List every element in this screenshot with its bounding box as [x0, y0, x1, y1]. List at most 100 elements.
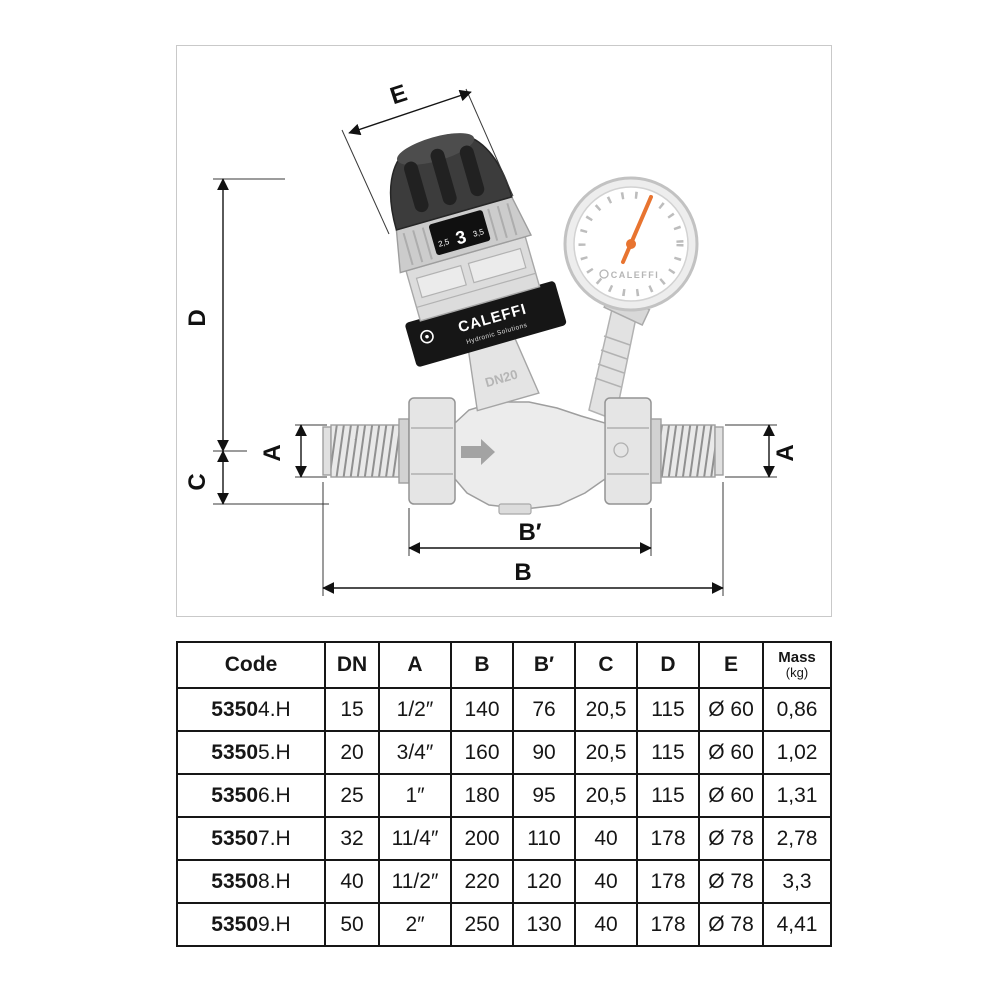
adjustment-cartridge: DN20 CALEFFI Hydronic Solutions 2,5	[389, 133, 567, 412]
right-male-thread	[660, 424, 716, 478]
gauge-brand-label: CALEFFI	[611, 270, 660, 280]
cell-mass: 3,3	[762, 859, 832, 904]
dim-label-a-left: A	[259, 444, 286, 461]
dim-label-b-prime: B′	[518, 519, 541, 546]
dim-label-a-right: A	[772, 444, 799, 461]
brand-band	[405, 281, 567, 367]
cell-b-prime: 95	[512, 773, 576, 818]
cell-c: 40	[574, 859, 638, 904]
table-row: 53506.H 25 1″ 180 95 20,5 115 Ø 60 1,31	[176, 773, 832, 818]
knob-groove	[404, 161, 429, 213]
cell-dn: 40	[324, 859, 380, 904]
knob-groove	[430, 148, 457, 206]
cell-dn: 25	[324, 773, 380, 818]
cell-dn: 50	[324, 902, 380, 947]
col-header-e: E	[698, 641, 764, 689]
cell-c: 40	[574, 816, 638, 861]
cell-b: 160	[450, 730, 514, 775]
dimension-table: Code DN A B B′ C D E Mass (kg) 53504.H 1…	[176, 641, 832, 947]
gauge-needle-hub	[626, 239, 636, 249]
code-prefix: 5350	[211, 740, 259, 764]
cell-d: 178	[636, 859, 700, 904]
cell-d: 178	[636, 816, 700, 861]
right-collar	[650, 418, 662, 484]
cell-e: Ø 60	[698, 773, 764, 818]
cell-a: 1/2″	[378, 687, 452, 732]
cell-e: Ø 78	[698, 816, 764, 861]
code-suffix: 5.H	[258, 740, 291, 764]
mass-header-line2: (kg)	[785, 665, 809, 681]
cell-c: 20,5	[574, 687, 638, 732]
left-male-thread	[330, 424, 400, 478]
cell-mass: 1,02	[762, 730, 832, 775]
cell-b: 140	[450, 687, 514, 732]
code-suffix: 6.H	[258, 783, 291, 807]
col-header-d: D	[636, 641, 700, 689]
cell-mass: 1,31	[762, 773, 832, 818]
cell-d: 115	[636, 687, 700, 732]
pressure-gauge: CALEFFI	[563, 176, 699, 422]
collar-window-left	[415, 264, 467, 299]
cell-b: 200	[450, 816, 514, 861]
col-header-c: C	[574, 641, 638, 689]
left-union-nut	[408, 397, 456, 505]
collar-window-right	[467, 247, 527, 284]
cell-e: Ø 78	[698, 902, 764, 947]
cell-d: 115	[636, 730, 700, 775]
valve-body-assembly	[322, 397, 724, 515]
code-suffix: 7.H	[258, 826, 291, 850]
cell-b-prime: 76	[512, 687, 576, 732]
cell-a: 3/4″	[378, 730, 452, 775]
setting-max-label: 3,5	[472, 227, 486, 239]
left-pipe-end-cap	[322, 426, 332, 476]
cell-c: 20,5	[574, 730, 638, 775]
cell-a: 1″	[378, 773, 452, 818]
cell-dn: 32	[324, 816, 380, 861]
table-row: 53509.H 50 2″ 250 130 40 178 Ø 78 4,41	[176, 902, 832, 947]
knob-groove	[459, 145, 485, 197]
dimension-lines: E D C A A	[184, 80, 799, 596]
setting-min-label: 2,5	[437, 237, 451, 249]
cell-code: 53507.H	[176, 816, 326, 861]
caleffi-logo-dot	[425, 334, 429, 339]
code-suffix: 4.H	[258, 697, 291, 721]
code-prefix: 5350	[211, 783, 259, 807]
cell-b-prime: 130	[512, 902, 576, 947]
dim-label-d: D	[184, 309, 211, 326]
cell-b: 180	[450, 773, 514, 818]
cell-d: 178	[636, 902, 700, 947]
cell-dn: 15	[324, 687, 380, 732]
cell-code: 53508.H	[176, 859, 326, 904]
table-row: 53507.H 32 11/4″ 200 110 40 178 Ø 78 2,7…	[176, 816, 832, 861]
code-prefix: 5350	[211, 869, 259, 893]
cell-c: 20,5	[574, 773, 638, 818]
gauge-brand-icon	[599, 269, 609, 279]
mass-header-line1: Mass	[778, 648, 816, 666]
left-collar	[398, 418, 410, 484]
cell-e: Ø 60	[698, 687, 764, 732]
code-prefix: 5350	[211, 826, 259, 850]
cell-mass: 0,86	[762, 687, 832, 732]
col-header-dn: DN	[324, 641, 380, 689]
cell-a: 2″	[378, 902, 452, 947]
col-header-b-prime: B′	[512, 641, 576, 689]
right-pipe-end-cap	[714, 426, 724, 476]
caleffi-stamp-icon	[613, 442, 629, 458]
dim-label-c: C	[184, 473, 211, 490]
caleffi-logo-icon	[420, 329, 434, 344]
bottom-plug	[498, 503, 532, 515]
cell-b-prime: 110	[512, 816, 576, 861]
valve-diagram-box: CALEFFI	[176, 45, 832, 617]
cell-e: Ø 78	[698, 859, 764, 904]
col-header-b: B	[450, 641, 514, 689]
cell-dn: 20	[324, 730, 380, 775]
cell-d: 115	[636, 773, 700, 818]
cell-a: 11/4″	[378, 816, 452, 861]
cell-b-prime: 90	[512, 730, 576, 775]
cell-code: 53504.H	[176, 687, 326, 732]
flow-direction-arrow	[461, 439, 495, 465]
cell-b: 250	[450, 902, 514, 947]
valve-technical-drawing: CALEFFI	[184, 80, 799, 596]
cell-code: 53505.H	[176, 730, 326, 775]
